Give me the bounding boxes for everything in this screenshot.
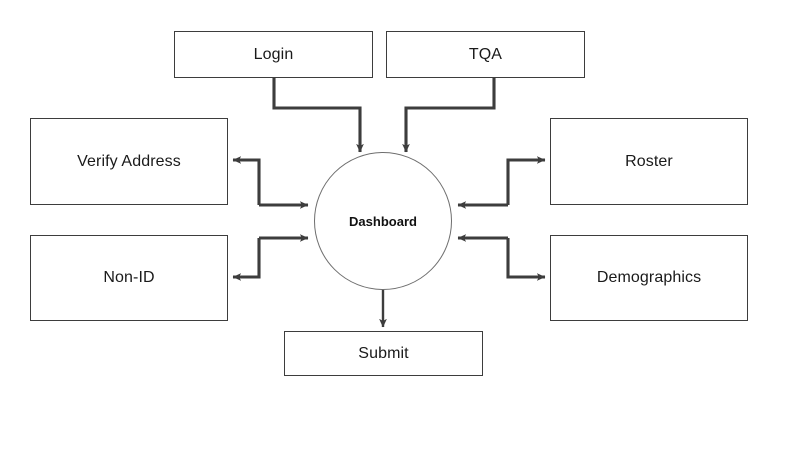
node-roster[interactable]: Roster	[550, 118, 748, 205]
node-roster-label: Roster	[625, 152, 673, 170]
connector-dashboard-to-verify-address	[232, 156, 261, 205]
node-login[interactable]: Login	[174, 31, 373, 78]
node-non-id[interactable]: Non-ID	[30, 235, 228, 321]
node-submit[interactable]: Submit	[284, 331, 483, 376]
node-submit-label: Submit	[358, 344, 409, 362]
connector-dashboard-to-non-id	[232, 238, 261, 281]
node-login-label: Login	[253, 45, 294, 63]
node-tqa-label: TQA	[468, 45, 503, 63]
node-verify-address-label: Verify Address	[77, 152, 181, 170]
connector-dashboard-to-roster	[506, 156, 546, 205]
connector-dashboard-to-demographics	[506, 238, 546, 281]
node-demographics[interactable]: Demographics	[550, 235, 748, 321]
node-verify-address[interactable]: Verify Address	[30, 118, 228, 205]
connector-tqa-to-dashboard	[402, 78, 496, 153]
node-demographics-label: Demographics	[596, 269, 702, 286]
node-dashboard-label: Dashboard	[349, 213, 417, 229]
node-non-id-label: Non-ID	[103, 269, 155, 286]
node-tqa[interactable]: TQA	[386, 31, 585, 78]
connector-login-to-dashboard	[272, 78, 364, 153]
node-dashboard[interactable]: Dashboard	[314, 152, 452, 290]
